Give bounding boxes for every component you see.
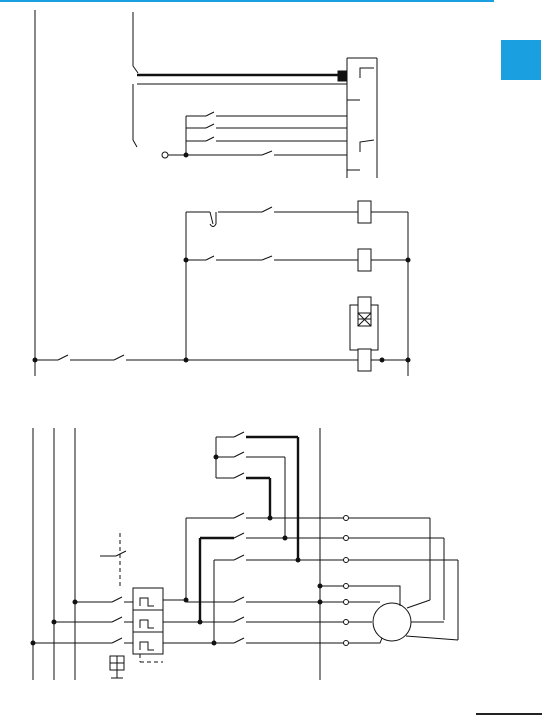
contact-518	[234, 513, 244, 518]
contact-602	[112, 597, 122, 602]
junction-33-643	[31, 641, 36, 646]
contact-538	[234, 533, 244, 538]
terminal-538	[344, 536, 349, 541]
terminal-560	[344, 558, 349, 563]
coil-bracket-left	[350, 305, 358, 350]
contact-478	[234, 473, 244, 478]
overload-element-2	[140, 620, 154, 628]
contact-212	[262, 207, 272, 212]
contact-643b	[234, 638, 244, 643]
terminal-open	[162, 152, 168, 158]
contact-643	[112, 638, 122, 643]
terminal-586	[344, 584, 349, 589]
coil-1-icon	[358, 201, 371, 223]
wire-643f	[349, 638, 382, 643]
lower-power-circuit	[31, 428, 459, 680]
contact-602b	[234, 597, 244, 602]
contact-260b	[262, 256, 272, 260]
terminal-622	[344, 620, 349, 625]
connector-block	[338, 71, 347, 81]
junction-320-602	[318, 600, 323, 605]
junction-320-586	[318, 584, 323, 589]
contact-622b	[234, 617, 244, 622]
overload-element-3	[140, 642, 154, 650]
motor-icon	[373, 603, 411, 641]
junction-75-602	[73, 600, 78, 605]
coil-3-icon	[358, 297, 371, 319]
contact-360b	[114, 355, 124, 360]
coil-2-icon	[358, 249, 371, 271]
junction-155	[184, 153, 189, 158]
aux-contact	[116, 551, 126, 556]
contact-560	[234, 555, 244, 560]
junction-382-360	[380, 358, 385, 363]
coil-4-icon	[358, 349, 371, 371]
coil-bracket-right	[371, 305, 378, 350]
terminal-602	[344, 600, 349, 605]
contact-128	[206, 124, 214, 128]
motor-out-3	[406, 636, 458, 640]
thermal-contact-icon	[210, 212, 216, 227]
contact-437	[234, 432, 244, 437]
junction-298-560	[296, 558, 301, 563]
relay-contact-2	[360, 140, 374, 152]
junction-35-360	[33, 358, 38, 363]
contact-360a	[58, 355, 68, 360]
switch-blade-a	[133, 66, 138, 73]
terminal-518	[344, 516, 349, 521]
contact-155	[262, 151, 272, 155]
relay-contact-1	[360, 68, 374, 78]
contact-622	[112, 617, 122, 622]
overload-element-1	[140, 598, 154, 606]
junction-186-360	[184, 358, 189, 363]
junction-270-518	[268, 516, 273, 521]
junction-54-622	[52, 620, 57, 625]
contact-260a	[206, 256, 214, 260]
junction-408-360	[406, 358, 411, 363]
junction-285-538	[283, 536, 288, 541]
switch-blade-b	[133, 140, 137, 147]
junction-216-457	[214, 455, 219, 460]
contact-457	[234, 452, 244, 457]
contact-141	[206, 137, 214, 141]
upper-control-circuit	[33, 10, 411, 376]
junction-260	[184, 258, 189, 263]
terminal-643	[344, 641, 349, 646]
motor-out-2	[407, 600, 430, 608]
contact-116	[206, 112, 214, 116]
